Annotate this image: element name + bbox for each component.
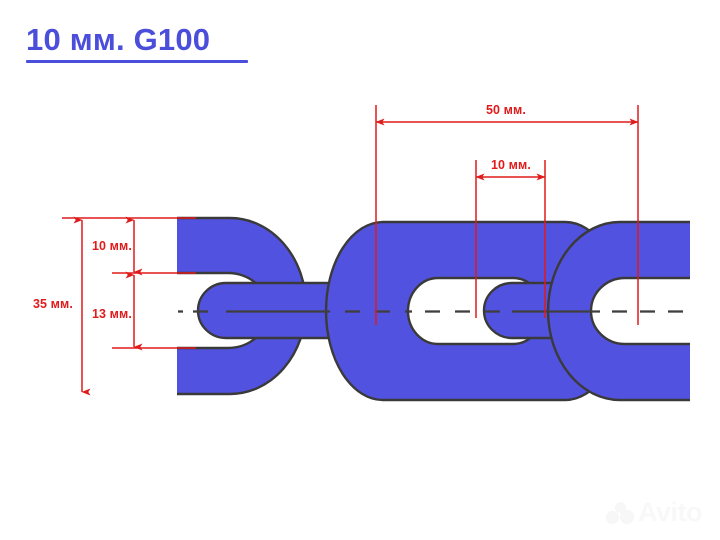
dimension-50mm	[375, 105, 639, 325]
avito-watermark-text: Avito	[638, 497, 703, 527]
chain-links-group	[177, 216, 690, 402]
page-title-text: 10 мм. G100	[26, 22, 211, 57]
dimension-label-35mm: 35 мм.	[33, 297, 73, 311]
avito-dots-logo-icon	[607, 502, 633, 524]
page-title: 10 мм. G100	[26, 22, 248, 63]
title-underline	[26, 60, 248, 63]
dimension-label-10mm-left: 10 мм.	[92, 239, 132, 253]
dimension-13mm-left	[112, 271, 196, 351]
dimension-10mm-top	[475, 160, 546, 318]
avito-watermark: Avito	[607, 497, 703, 527]
dimension-label-50mm: 50 мм.	[486, 103, 526, 117]
dimension-label-10mm-top: 10 мм.	[491, 158, 531, 172]
dimension-label-13mm-left: 13 мм.	[92, 307, 132, 321]
